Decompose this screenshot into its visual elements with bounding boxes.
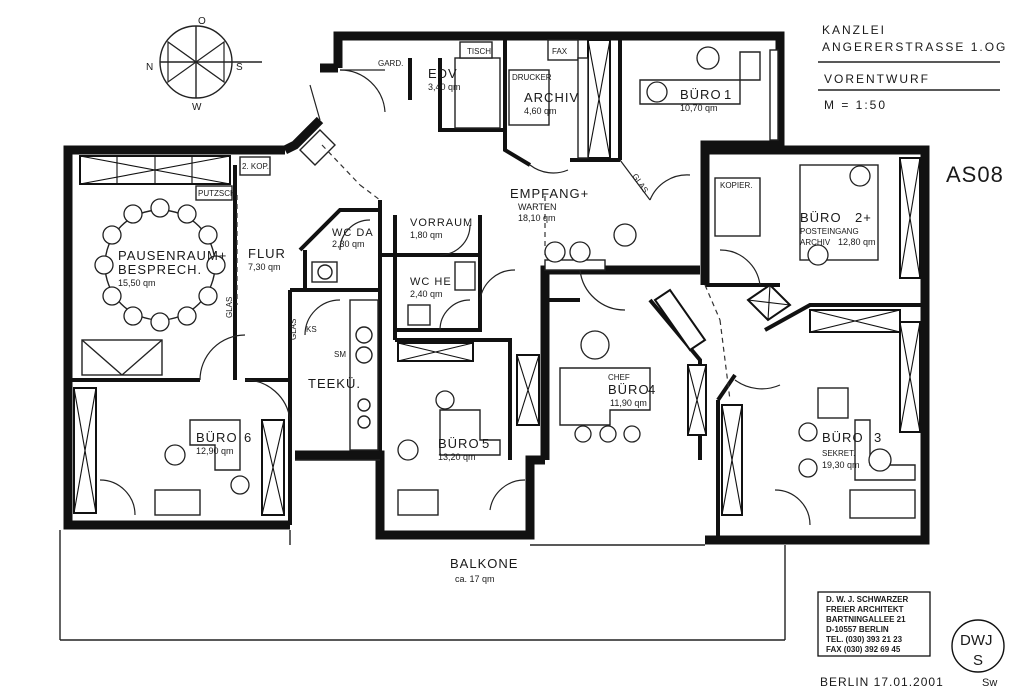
room-buero6-area: 12,90 qm bbox=[196, 446, 234, 456]
label-drucker: DRUCKER bbox=[512, 73, 552, 82]
header-kanzlei: KANZLEI bbox=[822, 23, 886, 37]
room-buero2-area: 12,80 qm bbox=[838, 237, 876, 247]
room-balkone-area: ca. 17 qm bbox=[455, 574, 495, 584]
label-glas-empfang: GLAS bbox=[630, 172, 650, 195]
stamp-title: FREIER ARCHITEKT bbox=[826, 605, 904, 614]
header-vorentwurf: VORENTWURF bbox=[824, 72, 930, 86]
room-buero6-name: BÜRO bbox=[196, 430, 238, 445]
room-vorraum-name: VORRAUM bbox=[410, 217, 473, 229]
compass-east: O bbox=[198, 16, 206, 27]
room-edv-name: EDV bbox=[428, 66, 458, 81]
balcony bbox=[59, 459, 786, 641]
stamp-street: BARTNINGALLEE 21 bbox=[826, 615, 906, 624]
room-pausenraum-sub: BESPRECH. bbox=[118, 262, 202, 277]
room-buero2-sub2: ARCHIV bbox=[800, 238, 831, 247]
room-buero3-name: BÜRO bbox=[822, 430, 864, 445]
stamp-monogram-bottom: S bbox=[973, 652, 983, 669]
room-labels: EDV 3,40 qm ARCHIV 4,60 qm BÜRO 1 10,70 … bbox=[118, 66, 882, 584]
room-buero6-num: 6 bbox=[244, 430, 252, 445]
stamp-city: D-10557 BERLIN bbox=[826, 625, 889, 634]
room-buero2-num: 2+ bbox=[855, 210, 872, 225]
architect-stamp: D. W. J. SCHWARZER FREIER ARCHITEKT BART… bbox=[817, 591, 1005, 673]
label-2kop: 2. KOP. bbox=[242, 162, 269, 171]
compass-west: W bbox=[192, 102, 202, 113]
compass: N O S W bbox=[146, 16, 262, 113]
room-archiv-name: ARCHIV bbox=[524, 90, 579, 105]
room-wche-name: WC HE bbox=[410, 276, 452, 288]
room-chef-area: 11,90 qm bbox=[610, 398, 647, 408]
stamp-fax: FAX (030) 392 69 45 bbox=[826, 645, 901, 654]
room-chef-name: BÜRO bbox=[608, 382, 650, 397]
room-chef-num: 4 bbox=[648, 382, 656, 397]
room-buero5-area: 13,20 qm bbox=[438, 452, 476, 462]
room-buero5-name: BÜRO bbox=[438, 436, 480, 451]
stamp-name: D. W. J. SCHWARZER bbox=[826, 595, 908, 604]
wall-details bbox=[299, 129, 792, 352]
room-teekue-name: TEEKÜ. bbox=[308, 376, 361, 391]
label-gard: GARD. bbox=[378, 59, 403, 68]
room-wche-area: 2,40 qm bbox=[410, 289, 443, 299]
room-buero1-area: 10,70 qm bbox=[680, 103, 718, 113]
label-kopier: KOPIER. bbox=[720, 181, 752, 190]
interior-walls bbox=[68, 40, 925, 540]
room-flur-name: FLUR bbox=[248, 246, 286, 261]
dashed-openings bbox=[236, 144, 731, 401]
room-edv-area: 3,40 qm bbox=[428, 82, 461, 92]
room-balkone-name: BALKONE bbox=[450, 556, 518, 571]
header-code: AS08 bbox=[946, 162, 1004, 187]
furniture bbox=[81, 41, 916, 519]
label-tisch: TISCH bbox=[467, 47, 491, 56]
footer-initials: Sw bbox=[982, 677, 997, 689]
room-buero3-sub: SEKRET. bbox=[822, 449, 855, 458]
outer-walls bbox=[63, 31, 930, 545]
room-buero1-num: 1 bbox=[724, 87, 732, 102]
header-address: ANGERERSTRASSE 1.OG bbox=[822, 40, 1007, 54]
label-putzschr: PUTZSCH. bbox=[198, 189, 238, 198]
stamp-monogram-top: DWJ bbox=[960, 632, 993, 649]
footer-date: BERLIN 17.01.2001 bbox=[820, 675, 944, 689]
label-sm: SM bbox=[334, 350, 346, 359]
room-archiv-area: 4,60 qm bbox=[524, 106, 557, 116]
room-wcda-area: 2,30 qm bbox=[332, 239, 365, 249]
header-scale: M = 1:50 bbox=[824, 98, 887, 112]
room-chef-pre: CHEF bbox=[608, 373, 630, 382]
room-vorraum-area: 1,80 qm bbox=[410, 230, 443, 240]
room-pausenraum-name: PAUSENRAUM+ bbox=[118, 248, 227, 263]
header-block: KANZLEI ANGERERSTRASSE 1.OG VORENTWURF M… bbox=[818, 23, 1007, 187]
room-wcda-name: WC DA bbox=[332, 227, 374, 239]
compass-south: S bbox=[236, 62, 243, 73]
doors bbox=[99, 69, 811, 526]
room-buero3-area: 19,30 qm bbox=[822, 460, 860, 470]
label-glas-flur: GLAS bbox=[225, 297, 234, 318]
room-buero2-name: BÜRO bbox=[800, 210, 842, 225]
label-fax: FAX bbox=[552, 47, 568, 56]
room-pausenraum-area: 15,50 qm bbox=[118, 278, 156, 288]
compass-north: N bbox=[146, 62, 153, 73]
label-ks: KS bbox=[306, 325, 317, 334]
footer: BERLIN 17.01.2001 Sw bbox=[820, 675, 997, 689]
room-empfang-sub: WARTEN bbox=[518, 202, 557, 212]
room-flur-area: 7,30 qm bbox=[248, 262, 281, 272]
stamp-tel: TEL. (030) 393 21 23 bbox=[826, 635, 903, 644]
room-empfang-name: EMPFANG+ bbox=[510, 186, 589, 201]
label-glas-tee: GLAS bbox=[289, 319, 298, 340]
room-buero5-num: 5 bbox=[482, 436, 490, 451]
window-bands bbox=[73, 39, 921, 516]
room-buero2-sub1: POSTEINGANG bbox=[800, 227, 859, 236]
room-empfang-area: 18,10 qm bbox=[518, 213, 556, 223]
room-buero3-num: 3 bbox=[874, 430, 882, 445]
room-buero1-name: BÜRO bbox=[680, 87, 722, 102]
